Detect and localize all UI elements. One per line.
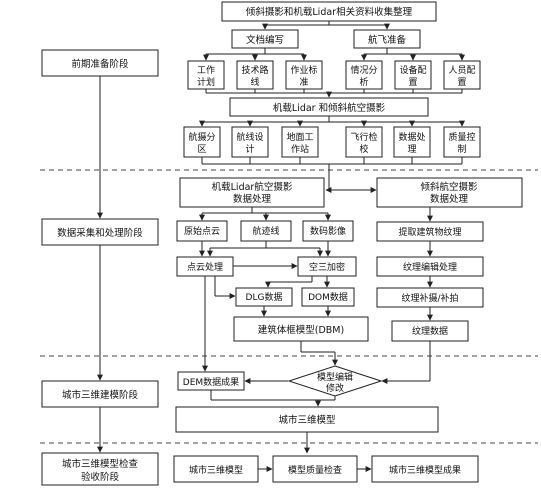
texture-patch-box: 纹理补摄/补拍 (376, 287, 484, 308)
svg-text:区: 区 (197, 144, 206, 155)
svg-text:校: 校 (359, 143, 368, 155)
svg-text:模型质量检查: 模型质量检查 (288, 464, 342, 476)
digital-image-box: 数码影像 (302, 220, 354, 242)
svg-text:作站: 作站 (291, 143, 309, 155)
svg-text:航飞准备: 航飞准备 (368, 34, 407, 46)
svg-text:数码影像: 数码影像 (310, 225, 346, 237)
svg-text:文档编写: 文档编写 (246, 34, 284, 46)
flight-item-equipment: 设备配 置 (394, 60, 432, 90)
extract-texture-box: 提取建筑物纹理 (376, 221, 484, 242)
svg-text:析: 析 (359, 76, 368, 88)
svg-text:机载Lidar 和倾斜航空摄影: 机载Lidar 和倾斜航空摄影 (273, 102, 386, 114)
stage-pre: 前期准备阶段 (41, 49, 159, 77)
svg-text:纹理编辑处理: 纹理编辑处理 (403, 261, 457, 273)
stage-model-label: 城市三维建模阶段 (62, 389, 139, 401)
model-edit-decision: 模型编辑 修改 (287, 365, 383, 397)
svg-text:数据处: 数据处 (398, 131, 425, 143)
svg-text:数据处理: 数据处理 (233, 193, 272, 205)
city-model-box: 城市三维模型 (175, 406, 439, 433)
svg-text:城市三维模型成果: 城市三维模型成果 (389, 464, 461, 476)
svg-text:空三加密: 空三加密 (309, 261, 345, 273)
doc-item-standard: 作业标 准 (285, 60, 323, 90)
svg-text:置: 置 (457, 77, 466, 88)
dom-data-box: DOM数据 (301, 287, 355, 307)
svg-text:机载Lidar航空摄影: 机载Lidar航空摄影 (212, 181, 293, 193)
svg-text:纹理数据: 纹理数据 (412, 325, 448, 337)
stage-pre-label: 前期准备阶段 (71, 58, 129, 70)
svg-text:技术路: 技术路 (241, 64, 268, 76)
svg-text:线: 线 (250, 76, 259, 88)
svg-text:置: 置 (408, 77, 417, 88)
point-cloud-processing-box: 点云处理 (176, 256, 234, 277)
svg-text:人员配: 人员配 (448, 65, 475, 76)
stage-model: 城市三维建模阶段 (41, 380, 159, 408)
stage-check-label-2: 验收阶段 (81, 471, 120, 483)
svg-text:航摄分: 航摄分 (188, 131, 215, 143)
svg-text:准: 准 (299, 77, 308, 88)
flight-prep-box: 航飞准备 (353, 29, 421, 49)
svg-text:原始点云: 原始点云 (184, 225, 220, 237)
svg-text:DOM数据: DOM数据 (308, 291, 348, 303)
texture-data-box: 纹理数据 (391, 320, 469, 342)
aerial-triangulation-box: 空三加密 (297, 256, 357, 277)
svg-text:倾斜航空摄影: 倾斜航空摄影 (420, 181, 478, 193)
dbm-box: 建筑体框模型(DBM) (233, 316, 369, 342)
lidar-processing-box: 机载Lidar航空摄影 数据处理 (179, 177, 325, 208)
svg-text:理: 理 (407, 144, 416, 155)
stage-check: 城市三维模型检查 验收阶段 (41, 452, 159, 486)
svg-text:制: 制 (457, 143, 466, 155)
texture-edit-box: 纹理编辑处理 (376, 256, 484, 277)
doc-item-route: 技术路 线 (236, 60, 274, 90)
svg-text:设备配: 设备配 (399, 64, 426, 76)
svg-text:DEM数据成果: DEM数据成果 (183, 376, 239, 388)
svg-text:DLG数据: DLG数据 (246, 291, 283, 303)
svg-text:航线设: 航线设 (236, 131, 263, 143)
sub-item-flight-check: 飞行检 校 (345, 126, 383, 158)
flight-item-analysis: 情况分 析 (345, 60, 383, 90)
svg-text:作业标: 作业标 (290, 64, 317, 76)
sub-item-data-processing: 数据处 理 (393, 126, 431, 158)
svg-text:飞行检: 飞行检 (350, 131, 377, 143)
svg-text:建筑体框模型(DBM): 建筑体框模型(DBM) (258, 324, 344, 336)
dem-result-box: DEM数据成果 (177, 371, 245, 391)
svg-text:城市三维模型: 城市三维模型 (278, 414, 336, 426)
track-line-box: 航迹线 (240, 220, 292, 242)
raw-point-cloud-box: 原始点云 (176, 220, 228, 242)
svg-text:城市三维模型: 城市三维模型 (189, 464, 243, 476)
svg-text:航迹线: 航迹线 (252, 225, 279, 237)
combined-lidar-oblique-box: 机载Lidar 和倾斜航空摄影 (229, 97, 429, 117)
sub-item-zones: 航摄分 区 (183, 126, 221, 158)
model-result-box: 城市三维模型成果 (371, 455, 479, 483)
svg-text:情况分: 情况分 (350, 64, 377, 76)
prep-top-box: 倾斜摄影和机载Lidar相关资料收集整理 (221, 1, 437, 22)
sub-item-route-design: 航线设 计 (231, 126, 269, 158)
svg-text:质量控: 质量控 (448, 131, 475, 143)
oblique-processing-box: 倾斜航空摄影 数据处理 (376, 177, 523, 208)
svg-text:地面工: 地面工 (286, 131, 313, 143)
svg-text:提取建筑物纹理: 提取建筑物纹理 (398, 226, 461, 238)
svg-text:模型编辑: 模型编辑 (317, 371, 353, 383)
svg-text:修改: 修改 (326, 382, 344, 394)
doc-item-plan: 工作 计划 (187, 60, 225, 90)
svg-text:倾斜摄影和机载Lidar相关资料收集整理: 倾斜摄影和机载Lidar相关资料收集整理 (246, 6, 413, 18)
stage-collect: 数据采集和处理阶段 (41, 218, 159, 246)
quality-check-box: 模型质量检查 (272, 455, 358, 483)
svg-text:计: 计 (245, 143, 254, 155)
doc-box: 文档编写 (231, 29, 299, 49)
svg-text:点云处理: 点云处理 (187, 261, 223, 273)
check-model-box: 城市三维模型 (173, 455, 259, 483)
stage-check-label-1: 城市三维模型检查 (62, 458, 139, 470)
svg-text:计划: 计划 (197, 76, 215, 88)
sub-item-ground-station: 地面工 作站 (281, 126, 319, 158)
flight-item-staff: 人员配 置 (443, 60, 481, 90)
svg-text:纹理补摄/补拍: 纹理补摄/补拍 (401, 292, 458, 304)
svg-text:数据处理: 数据处理 (430, 193, 469, 205)
stage-collect-label: 数据采集和处理阶段 (57, 227, 143, 239)
sub-item-quality-control: 质量控 制 (443, 126, 481, 158)
dlg-data-box: DLG数据 (235, 287, 293, 307)
svg-text:工作: 工作 (197, 64, 215, 76)
